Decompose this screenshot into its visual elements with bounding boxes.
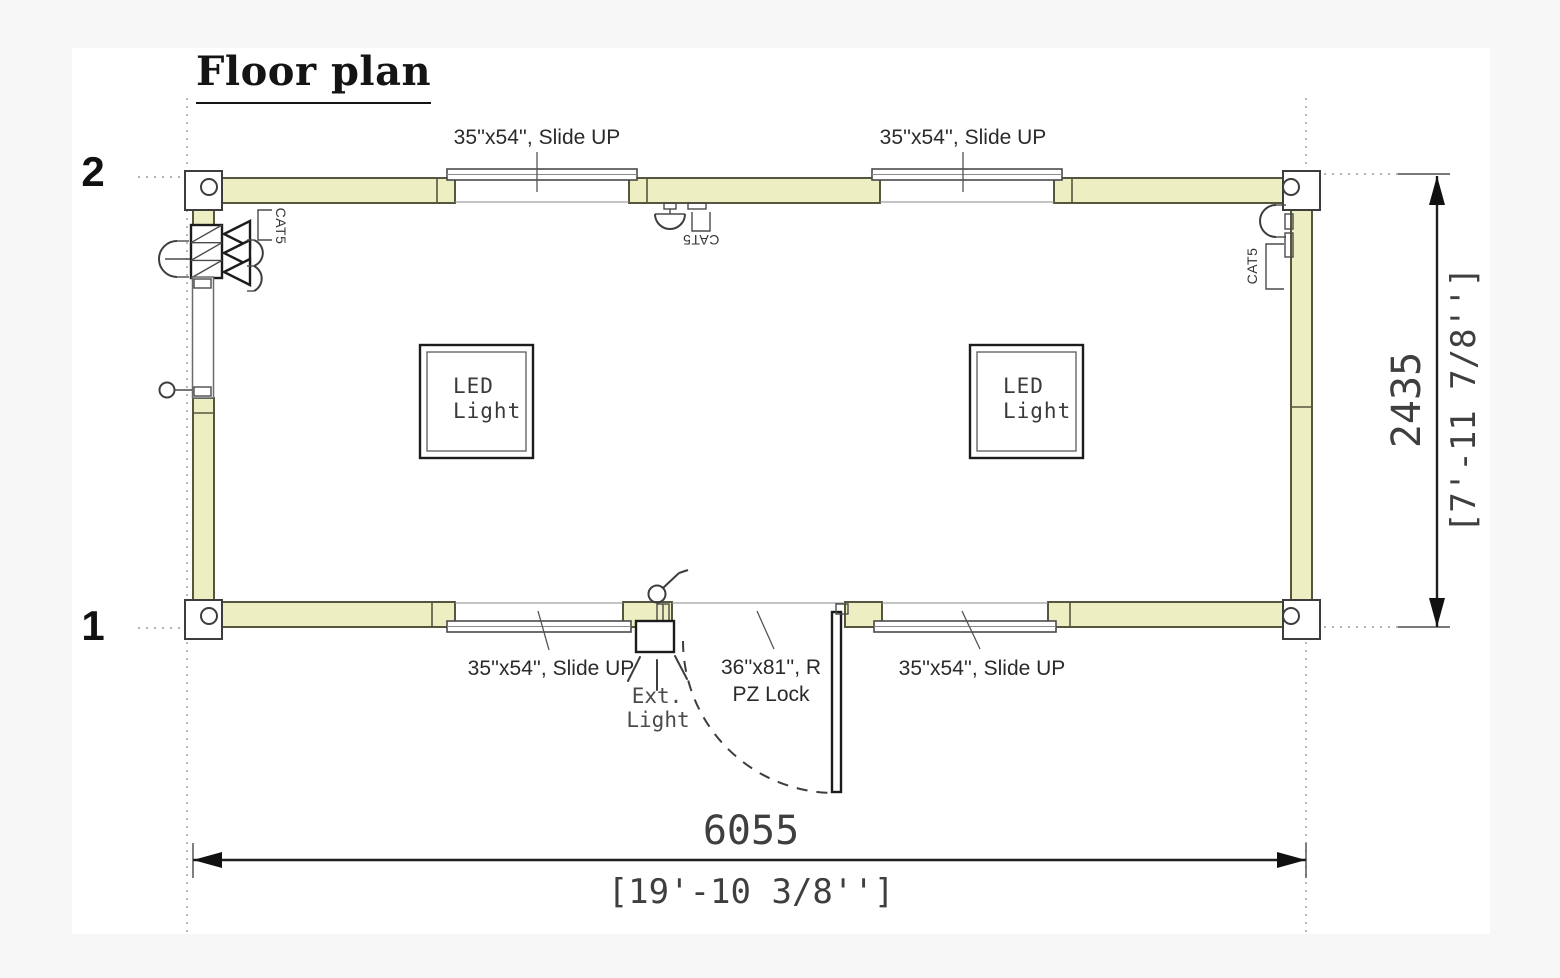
grid-lines [138,98,1398,936]
cat5-right-label: CAT5 [1244,247,1260,285]
grid-marker-2: 2 [81,148,105,195]
cat5-top-label: CAT5 [682,232,720,248]
window-top-left-label: 35''x54'', Slide UP [453,126,621,149]
led-light-left [418,343,535,460]
height-dimension-imperial: [7'-11 7/8''] [1444,266,1484,534]
led-light-right-label-line1: LED [1003,374,1044,398]
walls [192,177,1313,628]
window-top-left [446,152,638,203]
left-wall-panel [158,276,215,399]
cat5-right-assembly [1259,204,1294,290]
cat5-top-assembly [654,202,711,232]
ext-light-label-line1: Ext. [631,684,683,708]
electrical-panel [158,209,272,292]
led-light-right-label-line2: Light [1003,399,1072,423]
window-bottom-left-label: 35''x54'', Slide UP [467,657,635,680]
width-dimension-metric: 6055 [702,808,800,854]
window-top-right-label: 35''x54'', Slide UP [879,126,1047,149]
led-light-left-label-line2: Light [453,399,522,423]
corner-blocks [184,170,1321,640]
ext-light-label-line2: Light [626,708,690,732]
led-light-left-label-line1: LED [453,374,494,398]
width-dimension-imperial: [19'-10 3/8''] [607,872,895,912]
door-lock-label: PZ Lock [732,683,810,706]
exterior-light-fixture [627,569,689,691]
dimension-width [192,843,1307,878]
cat5-left-label: CAT5 [273,207,289,245]
door-assembly [656,602,849,794]
led-light-right [968,343,1085,460]
dimension-height [1398,173,1450,628]
height-dimension-metric: 2435 [1384,351,1430,449]
page-title: Floor plan [196,48,432,104]
grid-marker-1: 1 [81,602,105,649]
door-size-label: 36''x81'', R [720,656,822,679]
window-bottom-left [446,602,632,651]
window-bottom-right-label: 35''x54'', Slide UP [898,657,1066,680]
window-bottom-right [873,602,1057,650]
window-top-right [871,152,1063,203]
